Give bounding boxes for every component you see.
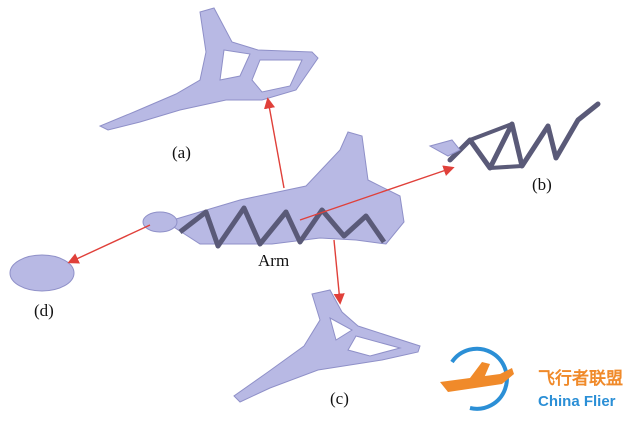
part-d-disc — [9, 254, 75, 292]
label-a: (a) — [172, 143, 191, 162]
arrow-to-d — [67, 224, 151, 264]
part-a-shape — [98, 7, 319, 131]
arrow-to-b — [299, 165, 455, 221]
assembled-arm — [142, 131, 405, 249]
explode-arrows — [67, 97, 455, 305]
plane-logo-icon — [440, 346, 514, 411]
arrow-to-a — [263, 97, 285, 189]
watermark: 飞行者联盟 China Flier — [440, 346, 623, 411]
arrow-to-c — [333, 239, 345, 305]
watermark-en: China Flier — [538, 393, 616, 410]
label-b: (b) — [532, 175, 552, 194]
watermark-cn: 飞行者联盟 — [538, 368, 623, 389]
label-d: (d) — [34, 301, 54, 320]
part-c-shape — [233, 289, 421, 403]
label-c: (c) — [330, 389, 349, 408]
label-arm: Arm — [258, 251, 289, 270]
part-b-truss — [447, 101, 601, 171]
part-b-tip — [428, 139, 461, 157]
